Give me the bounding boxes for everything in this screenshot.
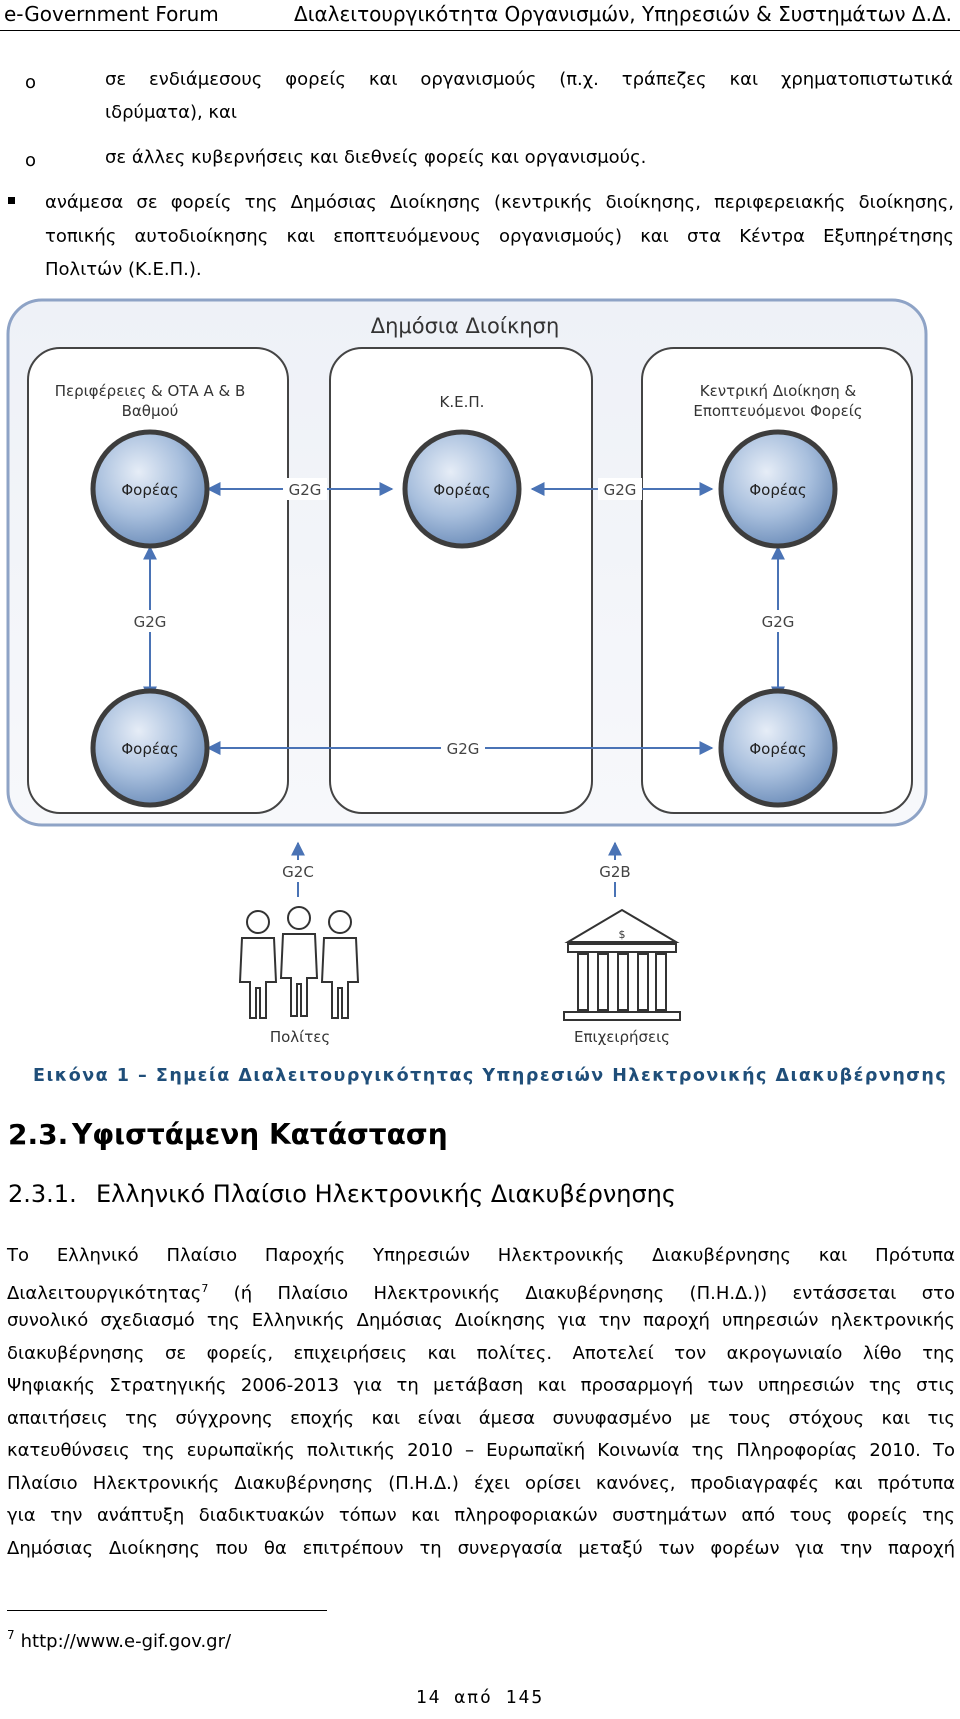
main-bullet-line-2: τοπικής αυτοδιοίκησης και εποπτευόμενους… <box>45 226 954 247</box>
g2g-label-top-left: G2G <box>289 481 322 499</box>
section-title: Υφιστάμενη Κατάσταση <box>72 1118 448 1151</box>
interoperability-diagram: Δημόσια Διοίκηση Περιφέρειες & ΟΤΑ Α & Β… <box>6 298 928 1046</box>
node-label: Φορέας <box>433 481 490 499</box>
main-bullet-line-1: ανάμεσα σε φορείς της Δημόσιας Διοίκησης… <box>45 192 954 213</box>
paragraph-line: διακυβέρνησης σε φορείς, επιχειρήσεις κα… <box>7 1342 955 1364</box>
paragraph-line: Ψηφιακής Στρατηγικής 2006-2013 για τη με… <box>7 1375 955 1396</box>
subsection-heading: 2.3.1. Ελληνικό Πλαίσιο Ηλεκτρονικής Διακ… <box>8 1180 676 1208</box>
bank-dollar-symbol: $ <box>619 928 626 941</box>
citizens-label: Πολίτες <box>270 1028 330 1046</box>
paragraph-line: Πλαίσιο Ηλεκτρονικής Διακυβέρνησης (Π.Η.… <box>7 1472 955 1494</box>
figure-caption: Εικόνα 1 – Σημεία Διαλειτουργικότητας Υπ… <box>33 1066 948 1086</box>
citizens-icon <box>238 906 360 1019</box>
column-left-title-line-2: Βαθμού <box>122 402 179 420</box>
section-heading: 2.3.Υφιστάμενη Κατάσταση <box>8 1118 448 1151</box>
subsection-title: Ελληνικό Πλαίσιο Ηλεκτρονικής Διακυβέρνη… <box>96 1180 676 1208</box>
sub-bullet-2: σε άλλες κυβερνήσεις και διεθνείς φορείς… <box>105 147 647 168</box>
paragraph-line: συνολικό σχεδιασμό της Ελληνικής Δημόσια… <box>7 1310 955 1331</box>
businesses-icon <box>563 908 681 1021</box>
node-top-middle: Φορέας <box>402 429 522 549</box>
paragraph-line: Διαλειτουργικότητας7 (ή Πλαίσιο Ηλεκτρον… <box>7 1281 955 1304</box>
section-number: 2.3. <box>8 1118 69 1151</box>
g2b-label: G2B <box>599 863 630 881</box>
g2c-label: G2C <box>282 863 314 881</box>
node-top-left: Φορέας <box>90 429 210 549</box>
column-middle-title: Κ.Ε.Π. <box>440 393 485 411</box>
square-bullet-icon <box>8 197 15 204</box>
node-bottom-right: Φορέας <box>718 688 838 808</box>
header-right: Διαλειτουργικότητα Οργανισμών, Υπηρεσιών… <box>294 2 952 26</box>
header-left: e-Government Forum <box>4 2 219 26</box>
footnote-divider <box>7 1610 327 1611</box>
column-right-title-line-1: Κεντρική Διοίκηση & <box>700 382 857 400</box>
node-top-right: Φορέας <box>718 429 838 549</box>
page-header: e-Government Forum Διαλειτουργικότητα Ορ… <box>0 0 960 31</box>
node-label: Φορέας <box>121 481 178 499</box>
paragraph-line: Δημόσιας Διοίκησης που θα επιτρέπουν τη … <box>7 1537 955 1559</box>
paragraph-line: κατευθύνσεις της ευρωπαϊκής πολιτικής 20… <box>7 1440 955 1461</box>
node-bottom-left: Φορέας <box>90 688 210 808</box>
footnote-ref: 7 <box>201 1281 209 1295</box>
g2g-label-top-right: G2G <box>604 481 637 499</box>
body-paragraph: Το Ελληνικό Πλαίσιο Παροχής Υπηρεσιών Ηλ… <box>7 1240 955 1565</box>
diagram-title: Δημόσια Διοίκηση <box>371 314 560 338</box>
sub-bullet-1-line-1: σε ενδιάμεσους φορείς και οργανισμούς (π… <box>105 69 953 90</box>
paragraph-line: Το Ελληνικό Πλαίσιο Παροχής Υπηρεσιών Ηλ… <box>7 1245 955 1266</box>
sub-bullet-1-line-2: ιδρύματα), και <box>105 102 237 123</box>
g2g-label-bottom: G2G <box>447 740 480 758</box>
footnote-link[interactable]: http://www.e-gif.gov.gr/ <box>20 1631 232 1652</box>
footnote: 7 http://www.e-gif.gov.gr/ <box>7 1628 231 1652</box>
footnote-number: 7 <box>7 1628 15 1642</box>
g2g-label-right: G2G <box>762 613 795 631</box>
paragraph-line: για την ανάπτυξη διαδικτυακών τόπων και … <box>7 1505 955 1526</box>
g2g-label-left: G2G <box>134 613 167 631</box>
node-label: Φορέας <box>749 740 806 758</box>
paragraph-line: απαιτήσεις της σύγχρονης εποχής και είνα… <box>7 1407 955 1429</box>
sub-bullet-marker: o <box>25 72 37 93</box>
businesses-label: Επιχειρήσεις <box>574 1028 670 1046</box>
sub-bullet-marker: o <box>25 150 37 171</box>
column-left-title-line-1: Περιφέρειες & ΟΤΑ Α & Β <box>55 382 246 400</box>
column-middle <box>329 347 593 814</box>
page-number: 14 από 145 <box>415 1687 545 1708</box>
column-right-title-line-2: Εποπτευόμενοι Φορείς <box>693 402 862 420</box>
node-label: Φορέας <box>121 740 178 758</box>
subsection-number: 2.3.1. <box>8 1180 77 1208</box>
column-left <box>27 347 289 814</box>
main-bullet-line-3: Πολιτών (Κ.Ε.Π.). <box>45 259 202 280</box>
node-label: Φορέας <box>749 481 806 499</box>
